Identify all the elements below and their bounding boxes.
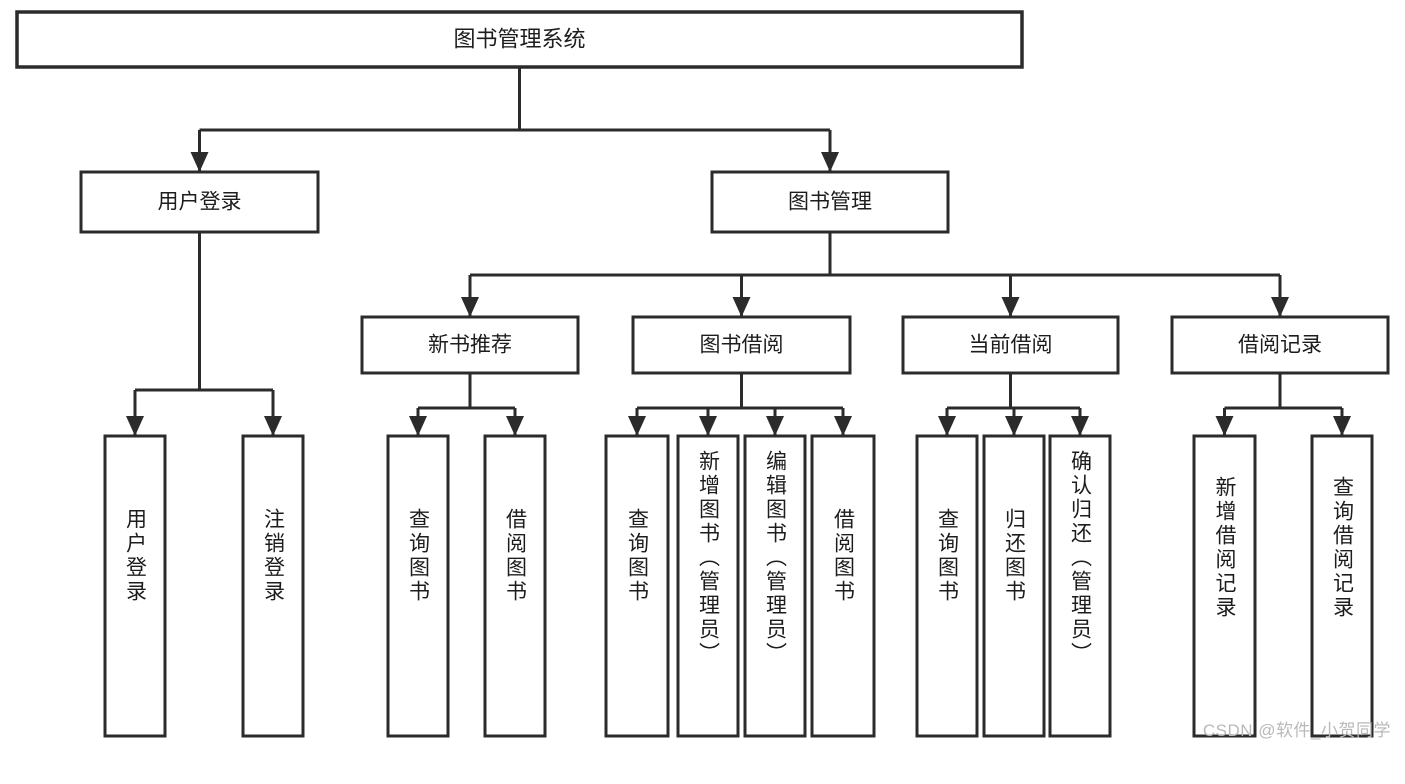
node-box-leaf-confirm-return[interactable] [1048,434,1112,738]
node-box-leaf-query-book-3[interactable] [915,434,979,738]
arrow-head-icon-user-login-1 [264,416,282,436]
node-box-layer [15,10,1390,738]
node-box-new-book-recommend[interactable] [360,315,580,375]
arrow-head-icon-book-borrow-2 [766,416,784,436]
arrow-head-icon-book-management-2 [1001,297,1020,317]
arrow-head-icon-book-borrow-0 [628,416,646,436]
node-label-book-management: 图书管理 [788,191,872,214]
node-box-leaf-edit-book[interactable] [743,434,807,738]
node-box-leaf-borrow-book-1[interactable] [483,434,547,738]
node-box-borrow-record[interactable] [1170,315,1390,375]
arrow-head-icon-user-login-0 [126,416,144,436]
node-label-current-borrow: 当前借阅 [969,334,1053,357]
arrow-head-icon-book-management-3 [1271,297,1289,317]
node-box-user-login[interactable] [79,170,320,234]
arrow-head-icon-current-borrow-1 [1005,416,1023,436]
node-box-leaf-logout[interactable] [241,434,305,738]
node-box-leaf-return-book[interactable] [982,434,1046,738]
node-box-current-borrow[interactable] [901,315,1120,375]
arrow-head-icon-borrow-record-1 [1333,416,1351,436]
arrow-head-icon-borrow-record-0 [1215,416,1234,436]
node-box-leaf-query-book-1[interactable] [386,434,450,738]
node-label-user-login: 用户登录 [158,191,242,214]
node-box-leaf-query-book-2[interactable] [604,434,670,738]
node-box-leaf-user-login[interactable] [103,434,167,738]
watermark: CSDN @软件_小贺同学 [1202,721,1391,740]
node-box-root[interactable] [15,10,1024,69]
arrow-head-icon-new-book-recommend-1 [506,416,524,436]
node-box-leaf-add-book[interactable] [676,434,740,738]
node-label-root: 图书管理系统 [453,26,585,51]
node-box-book-management[interactable] [710,170,950,234]
node-label-borrow-record: 借阅记录 [1238,334,1322,357]
arrow-head-icon-root-1 [821,152,839,172]
flowchart-diagram: 图书管理系统用户登录图书管理新书推荐图书借阅当前借阅借阅记录 用户登录注销登录查… [15,10,1391,740]
arrow-head-icon-book-borrow-1 [699,416,717,436]
node-box-leaf-add-record[interactable] [1192,434,1257,738]
arrow-head-icon-book-borrow-3 [834,416,852,436]
arrow-head-icon-new-book-recommend-0 [409,416,427,436]
arrow-head-icon-book-management-1 [732,297,751,317]
arrow-head-icon-book-management-0 [461,297,479,317]
node-label-new-book-recommend: 新书推荐 [428,334,512,357]
arrow-head-icon-root-0 [190,152,209,172]
arrow-head-icon-current-borrow-0 [938,416,956,436]
node-box-leaf-query-record[interactable] [1310,434,1374,738]
arrow-head-icon-current-borrow-2 [1071,416,1089,436]
node-box-book-borrow[interactable] [631,315,852,375]
node-label-book-borrow: 图书借阅 [700,334,784,357]
connector-layer [126,67,1351,436]
node-box-leaf-borrow-book-2[interactable] [810,434,876,738]
